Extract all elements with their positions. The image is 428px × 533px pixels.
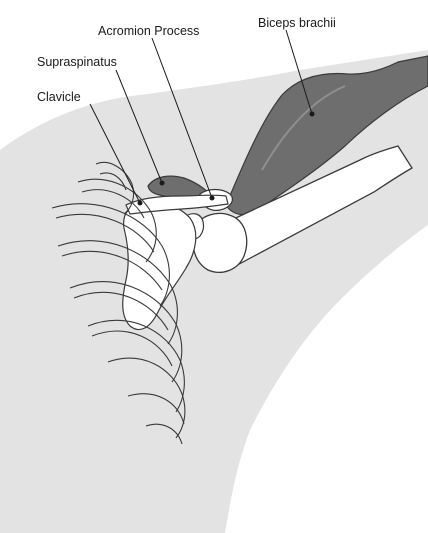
- rib-1: [95, 162, 135, 215]
- leader-lines: [89, 29, 315, 206]
- rib-5-inner: [73, 291, 169, 331]
- humeral-head: [192, 212, 248, 273]
- rib-8: [127, 393, 185, 425]
- clavicle-leader-dot: [137, 200, 143, 206]
- biceps-highlight: [261, 85, 346, 171]
- rib-4-inner: [61, 250, 163, 291]
- rib-5: [69, 280, 183, 383]
- biceps-leader-dot: [309, 111, 315, 117]
- clavicle-leader: [89, 103, 141, 204]
- supraspinatus-leader-dot: [159, 180, 165, 186]
- rib-4: [57, 240, 178, 345]
- body-silhouette: [0, 50, 428, 533]
- label-biceps-brachii: Biceps brachii: [258, 16, 336, 30]
- biceps-leader: [285, 29, 313, 115]
- rib-2-inner: [81, 189, 145, 219]
- rib-6-inner: [91, 330, 173, 367]
- humerus: [209, 145, 413, 271]
- label-acromion-process: Acromion Process: [98, 24, 199, 38]
- rib-9: [145, 423, 183, 445]
- acromion-leader-dot: [209, 195, 215, 201]
- rib-3-inner: [55, 213, 155, 253]
- supraspinatus-leader: [115, 69, 163, 184]
- rib-7: [107, 357, 186, 439]
- label-clavicle: Clavicle: [37, 90, 81, 104]
- rib-cage: [51, 162, 186, 445]
- label-supraspinatus: Supraspinatus: [37, 55, 117, 69]
- rib-3: [51, 203, 170, 307]
- acromion-leader: [151, 37, 213, 199]
- clavicle-bone: [125, 194, 229, 215]
- rib-2: [77, 178, 157, 263]
- scapula: [122, 202, 197, 331]
